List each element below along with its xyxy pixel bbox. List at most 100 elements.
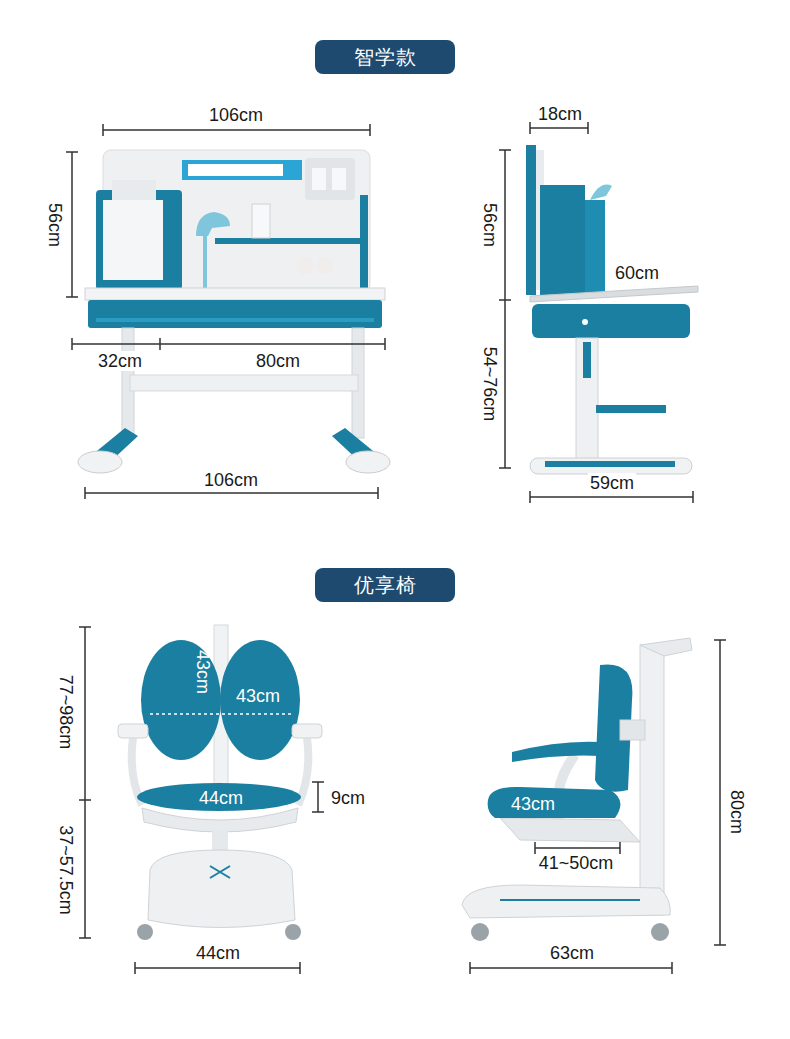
dimension-lines-part xyxy=(470,962,672,974)
chair-side-part xyxy=(471,923,489,941)
desk-front-part xyxy=(78,451,122,473)
chair-front-part xyxy=(137,783,301,811)
desk-front-part xyxy=(305,158,355,200)
dimension-label: 59cm xyxy=(588,473,636,493)
dimension-label: 9cm xyxy=(329,788,367,808)
chair-front-part xyxy=(150,713,292,715)
desk-side-part xyxy=(585,200,605,295)
desk-front-part xyxy=(88,300,382,328)
dimension-lines-part xyxy=(714,640,726,945)
chair-side-part xyxy=(651,923,669,941)
dimension-label: 60cm xyxy=(613,263,661,283)
section-title: 智学款 xyxy=(354,45,417,69)
desk-front-part xyxy=(112,180,156,200)
dimension-lines xyxy=(79,627,324,974)
desk-front-part xyxy=(130,375,358,391)
chair-front-part xyxy=(141,640,221,760)
dimension-lines-part xyxy=(72,338,385,350)
chair-front-part xyxy=(292,724,322,738)
desk-front-part xyxy=(316,257,334,275)
dimension-label: 77~98cm xyxy=(56,673,76,752)
dimension-lines xyxy=(66,124,385,499)
dimension-lines-part xyxy=(499,150,511,468)
desk-front-part xyxy=(360,195,368,290)
chair-side-part xyxy=(620,720,645,740)
dimension-lines-part xyxy=(66,152,78,297)
dimension-label: 56cm xyxy=(480,201,500,249)
chair-side-part xyxy=(640,638,692,656)
desk-front-part xyxy=(312,168,326,190)
dimension-label: 80cm xyxy=(727,788,747,836)
desk-side-part xyxy=(576,338,598,460)
chair-side xyxy=(462,638,692,941)
desk-front-part xyxy=(188,164,283,176)
desk-side-part xyxy=(530,286,698,302)
dimension-lines-part xyxy=(103,124,370,136)
dimension-label: 32cm xyxy=(96,351,144,371)
dimension-label: 18cm xyxy=(536,104,584,124)
desk-side-part xyxy=(582,319,588,325)
desk-front-part xyxy=(252,204,270,238)
desk-side-part xyxy=(526,145,536,295)
desk-side-part xyxy=(530,458,692,474)
desk-side-part xyxy=(540,185,585,295)
chair-side-part xyxy=(640,645,664,915)
chair-front-part xyxy=(118,724,148,738)
desk-front-part xyxy=(96,190,182,290)
desk-side-part xyxy=(532,304,690,338)
chair-side-part xyxy=(462,885,670,918)
dimension-lines-part xyxy=(79,627,91,938)
desk-front-part xyxy=(203,228,207,288)
desk-side-part xyxy=(590,185,612,200)
dimension-label: 80cm xyxy=(254,351,302,371)
chair-front-part xyxy=(148,850,295,928)
desk-front-part xyxy=(332,168,346,190)
chair-side-part xyxy=(512,742,600,762)
desk-front-part xyxy=(215,238,360,244)
desk-front-part xyxy=(85,288,385,300)
dimension-lines-part xyxy=(135,962,300,974)
dimension-lines xyxy=(499,122,693,503)
chair-side-part xyxy=(500,899,640,901)
dimension-label: 63cm xyxy=(548,943,596,963)
dimension-lines xyxy=(470,640,726,974)
desk-front-part xyxy=(296,257,314,275)
dimension-label: 43cm xyxy=(509,794,557,814)
desk-front-part xyxy=(196,212,230,236)
desk-front-part xyxy=(96,318,374,322)
desk-side xyxy=(526,145,698,474)
dimension-lines-part xyxy=(312,782,324,812)
dimension-label: 54~76cm xyxy=(480,345,500,424)
chair-side-part xyxy=(488,787,621,818)
section-pill: 智学款 xyxy=(315,40,455,74)
dimension-label: 43cm xyxy=(234,686,282,706)
dimension-label: 37~57.5cm xyxy=(56,823,76,917)
section-title: 优享椅 xyxy=(354,573,417,597)
dimension-label: 56cm xyxy=(45,201,65,249)
section-pill: 优享椅 xyxy=(315,568,455,602)
dimension-label: 44cm xyxy=(197,788,245,808)
desk-front-part xyxy=(346,451,390,473)
chair-front-part xyxy=(285,924,301,940)
desk-side-part xyxy=(596,405,666,413)
dimension-label: 44cm xyxy=(194,943,242,963)
desk-side-part xyxy=(583,342,591,378)
chair-front-part xyxy=(137,924,153,940)
chair-front-part xyxy=(210,866,230,878)
dimension-label: 43cm xyxy=(193,648,213,696)
desk-front-part xyxy=(103,150,370,292)
chair-side-part xyxy=(500,818,640,842)
desk-front-part xyxy=(182,160,302,180)
chair-front-part xyxy=(142,808,298,832)
desk-front xyxy=(78,150,390,473)
chair-front xyxy=(118,625,322,940)
desk-side-part xyxy=(545,461,675,467)
chair-front-part xyxy=(220,640,300,760)
desk-front-part xyxy=(103,200,163,280)
dimension-label: 106cm xyxy=(202,470,260,490)
dimension-label: 106cm xyxy=(207,105,265,125)
dimension-label: 41~50cm xyxy=(537,853,616,873)
